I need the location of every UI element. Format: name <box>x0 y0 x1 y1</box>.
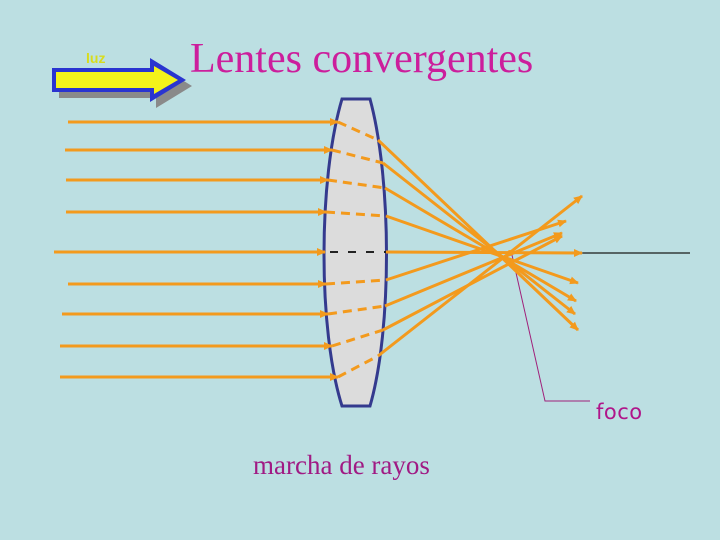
refracted-ray <box>377 194 583 358</box>
light-rays <box>54 118 583 381</box>
focus-leader-line <box>511 254 590 402</box>
focus-label: foco <box>596 400 643 424</box>
refracted-ray <box>382 161 576 316</box>
refracted-ray <box>384 231 563 308</box>
refracted-ray <box>385 248 583 257</box>
slide-title: Lentes convergentes <box>190 36 534 82</box>
refracted-ray <box>384 186 577 303</box>
refracted-ray <box>376 138 580 332</box>
focal-point <box>507 250 513 256</box>
diagram-caption: marcha de rayos <box>253 450 430 480</box>
light-label: luz <box>86 50 106 66</box>
light-direction-arrow-icon <box>52 58 192 108</box>
